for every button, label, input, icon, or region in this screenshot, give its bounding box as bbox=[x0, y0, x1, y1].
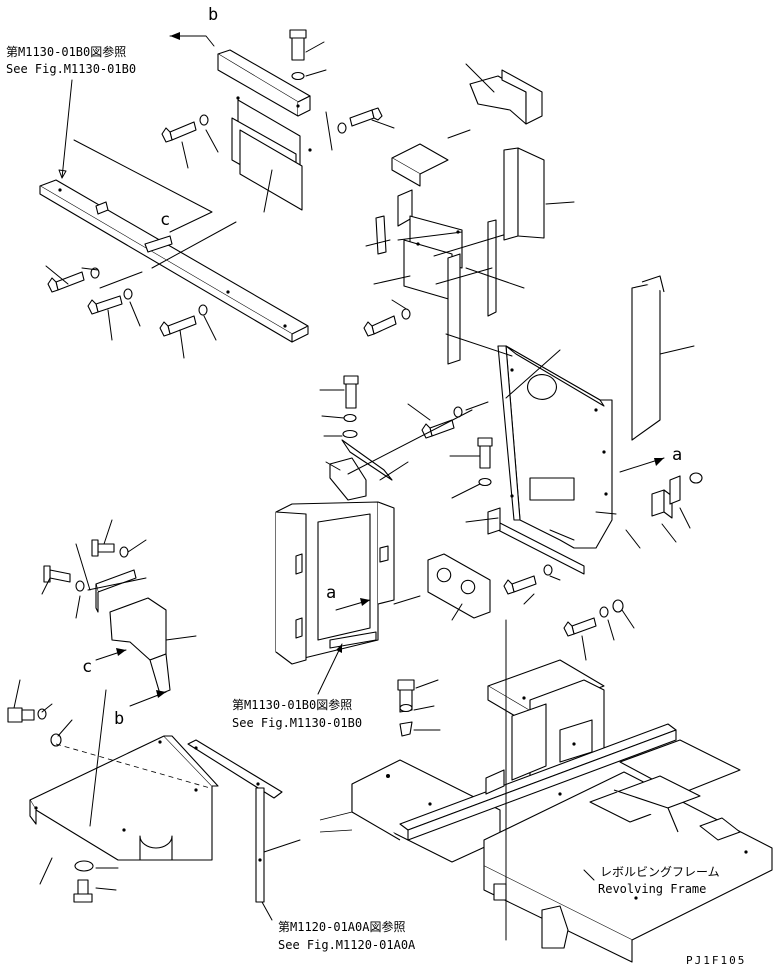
marker-c-lower-arrow bbox=[116, 648, 126, 656]
bolt-group-top bbox=[161, 29, 395, 213]
marker-b-line bbox=[169, 35, 215, 47]
marker-b-lower-arrow bbox=[156, 690, 166, 698]
leader-ref-top-left bbox=[61, 79, 73, 179]
marker-a-right-arrow bbox=[654, 458, 664, 466]
side-plate-assembly bbox=[407, 333, 613, 549]
lower-plate bbox=[465, 507, 635, 661]
leader-arrowhead bbox=[58, 169, 67, 179]
drawing-code: PJ1F105 bbox=[686, 954, 746, 967]
frame-label-en: Revolving Frame bbox=[598, 882, 706, 896]
center-frame bbox=[275, 375, 473, 665]
marker-c-upper: c bbox=[160, 210, 170, 230]
ref-top-left-en: See Fig.M1130-01B0 bbox=[6, 62, 136, 76]
rubber-pad bbox=[427, 553, 491, 621]
revolving-frame bbox=[319, 619, 773, 963]
ref-bottom-jp: 第M1120-01A0A図参照 bbox=[278, 919, 405, 934]
pad-parts bbox=[465, 63, 695, 441]
marker-b-top: b bbox=[208, 5, 218, 25]
upper-cover-panel bbox=[217, 49, 312, 211]
marker-a-right: a bbox=[672, 445, 682, 465]
ref-middle-jp: 第M1130-01B0図参照 bbox=[232, 697, 352, 712]
leader-arrowhead-middle bbox=[336, 644, 342, 653]
small-bracket-left bbox=[41, 519, 197, 695]
ref-middle-en: See Fig.M1130-01B0 bbox=[232, 716, 362, 730]
leader-ref-bottom bbox=[261, 901, 273, 921]
ref-top-left-jp: 第M1130-01B0図参照 bbox=[6, 44, 126, 59]
guide-line bbox=[73, 139, 213, 233]
marker-b-lower: b bbox=[114, 709, 124, 729]
marker-a-center-arrow bbox=[360, 598, 370, 606]
small-blocks bbox=[595, 472, 703, 549]
frame-label-jp: レボルビングフレーム bbox=[600, 865, 720, 879]
leader-ref-middle bbox=[317, 643, 343, 695]
long-bracket bbox=[39, 179, 309, 343]
bolt-group-left bbox=[45, 221, 237, 359]
marker-b-arrow bbox=[170, 32, 180, 40]
marker-c-lower: c bbox=[82, 657, 92, 677]
floor-cover bbox=[7, 679, 219, 903]
center-bracket-assembly bbox=[363, 129, 525, 365]
angle-bracket bbox=[187, 739, 301, 903]
marker-a-center: a bbox=[326, 583, 336, 603]
ref-bottom-en: See Fig.M1120-01A0A bbox=[278, 938, 416, 952]
